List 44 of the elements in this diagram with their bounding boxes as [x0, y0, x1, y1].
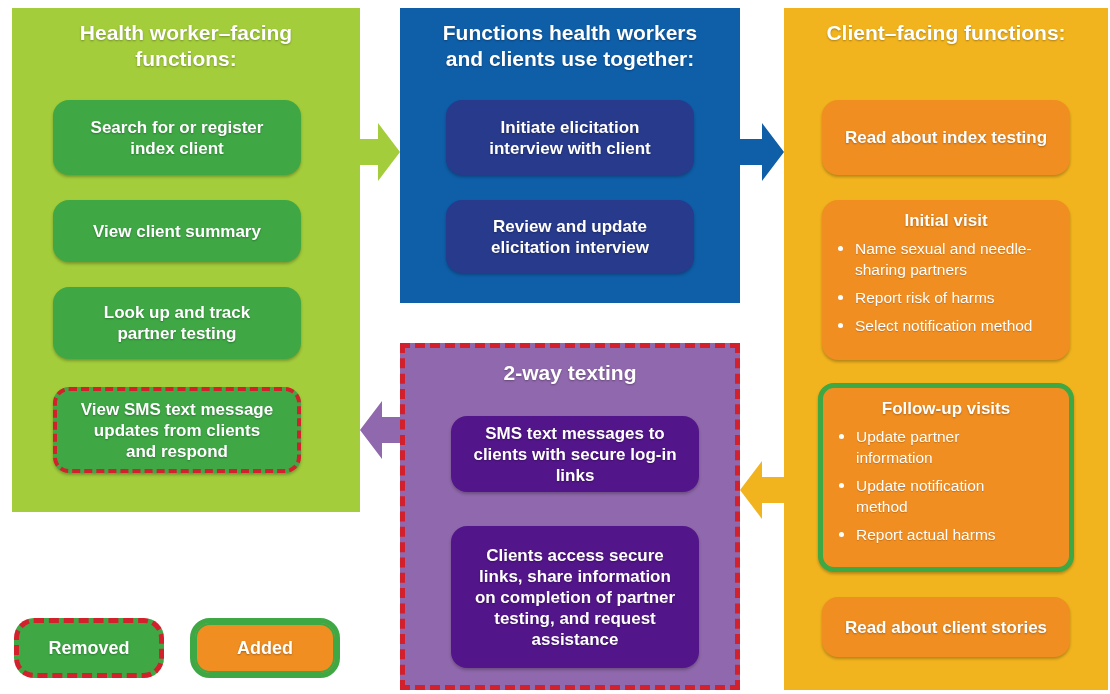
panel-heading: Client–facing functions: [826, 20, 1066, 46]
bullet-item: Report risk of harms [855, 288, 995, 308]
panel [400, 343, 740, 690]
panel [784, 8, 1108, 690]
bullet-item: Report actual harms [856, 525, 996, 545]
legend-sample: Added [190, 618, 340, 678]
panel [12, 8, 360, 512]
panel [400, 8, 740, 303]
box-heading: Follow-up visits [880, 398, 1012, 419]
box-label: Read about index testing [844, 127, 1048, 148]
block-arrow [740, 123, 784, 181]
function-box [822, 597, 1070, 657]
box-label: Clients access secure links, share information on completion of partner testing, and request assistance [473, 544, 677, 650]
function-box [818, 383, 1074, 572]
box-label: Review and update elicitation interview [490, 215, 650, 258]
block-arrow [360, 401, 400, 459]
function-box [53, 200, 301, 262]
function-box [451, 416, 699, 492]
bullet-item: Name sexual and needle-sharing partners [855, 239, 1033, 280]
box-label: Search for or register index client [89, 116, 265, 159]
function-box [446, 200, 694, 273]
box-label: SMS text messages to clients with secure log-in links [473, 422, 677, 486]
function-box [53, 387, 301, 473]
function-box [822, 100, 1070, 175]
box-heading: Initial visit [903, 210, 989, 231]
box-label: Read about client stories [844, 616, 1048, 638]
function-box [451, 526, 699, 668]
block-arrow [360, 123, 400, 181]
box-label: View client summary [93, 220, 261, 242]
function-box [446, 100, 694, 175]
bullet-item: Update notification method [856, 476, 986, 517]
legend-sample: Removed [14, 618, 164, 678]
function-box [53, 287, 301, 359]
bullet-item: Select notification method [855, 316, 1033, 336]
box-label: Initiate elicitation interview with client [488, 116, 652, 159]
box-label: Look up and track partner testing [102, 302, 252, 344]
function-box [822, 200, 1070, 360]
box-label: View SMS text message updates from clients and respond [79, 398, 275, 462]
panel-heading: Functions health workers and clients use together: [441, 20, 699, 72]
panel-heading: 2-way texting [503, 360, 637, 386]
block-arrow [740, 461, 784, 519]
function-box [53, 100, 301, 175]
panel-heading: Health worker–facing functions: [78, 20, 294, 72]
bullet-item: Update partner information [856, 427, 961, 468]
